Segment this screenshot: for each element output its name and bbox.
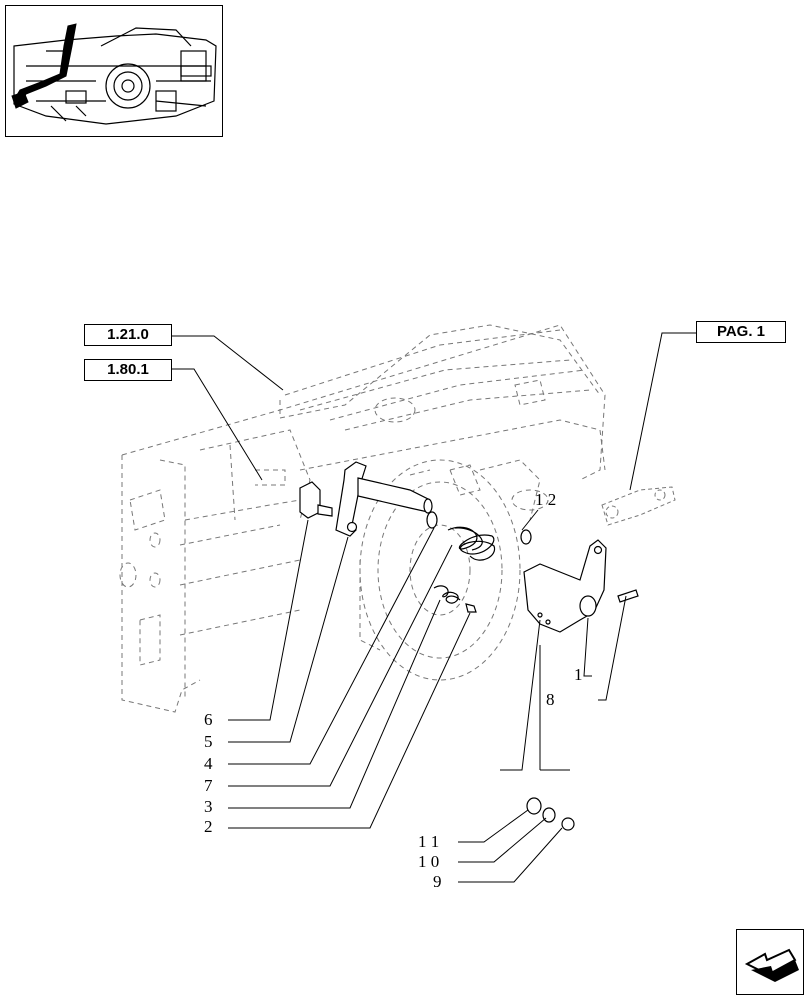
housing-outline xyxy=(119,324,606,713)
part-9-screw xyxy=(561,817,575,831)
part-5-lever xyxy=(335,461,433,537)
callout-11: 1 1 xyxy=(418,832,440,851)
callout-4: 4 xyxy=(204,754,213,773)
locator-thumbnail xyxy=(5,5,223,137)
part-11-bushing xyxy=(526,797,542,815)
part-12-ring xyxy=(520,529,532,545)
part-2-pin xyxy=(465,603,477,613)
next-page-arrow-icon xyxy=(744,948,799,982)
callout-6: 6 xyxy=(204,710,213,729)
ref-box-1-80-1[interactable]: 1.80.1 xyxy=(84,359,172,381)
callout-1: 1 xyxy=(574,665,583,684)
tractor-locator-icon xyxy=(11,23,217,125)
next-page-button[interactable] xyxy=(736,929,804,995)
part-8-pin xyxy=(617,589,639,603)
part-7-spring xyxy=(447,526,496,561)
part-6-latch xyxy=(299,481,333,519)
ref-box-page-1[interactable]: PAG. 1 xyxy=(696,321,786,343)
ref-box-1-21-0[interactable]: 1.21.0 xyxy=(84,324,172,346)
callout-10: 1 0 xyxy=(418,852,440,871)
callout-9: 9 xyxy=(433,872,442,891)
callout-3: 3 xyxy=(204,797,213,816)
parts xyxy=(299,461,639,831)
part-1-bracket xyxy=(523,539,607,633)
callout-7: 7 xyxy=(204,776,213,795)
callout-12: 1 2 xyxy=(535,490,557,509)
leader-lines xyxy=(172,332,696,883)
ghost-bracket xyxy=(601,486,676,526)
callout-2: 2 xyxy=(204,817,213,836)
callout-5: 5 xyxy=(204,732,213,751)
part-10-washer xyxy=(542,807,556,823)
part-3-spring xyxy=(433,585,461,604)
part-4-ring xyxy=(426,511,438,529)
callout-8: 8 xyxy=(546,690,555,709)
